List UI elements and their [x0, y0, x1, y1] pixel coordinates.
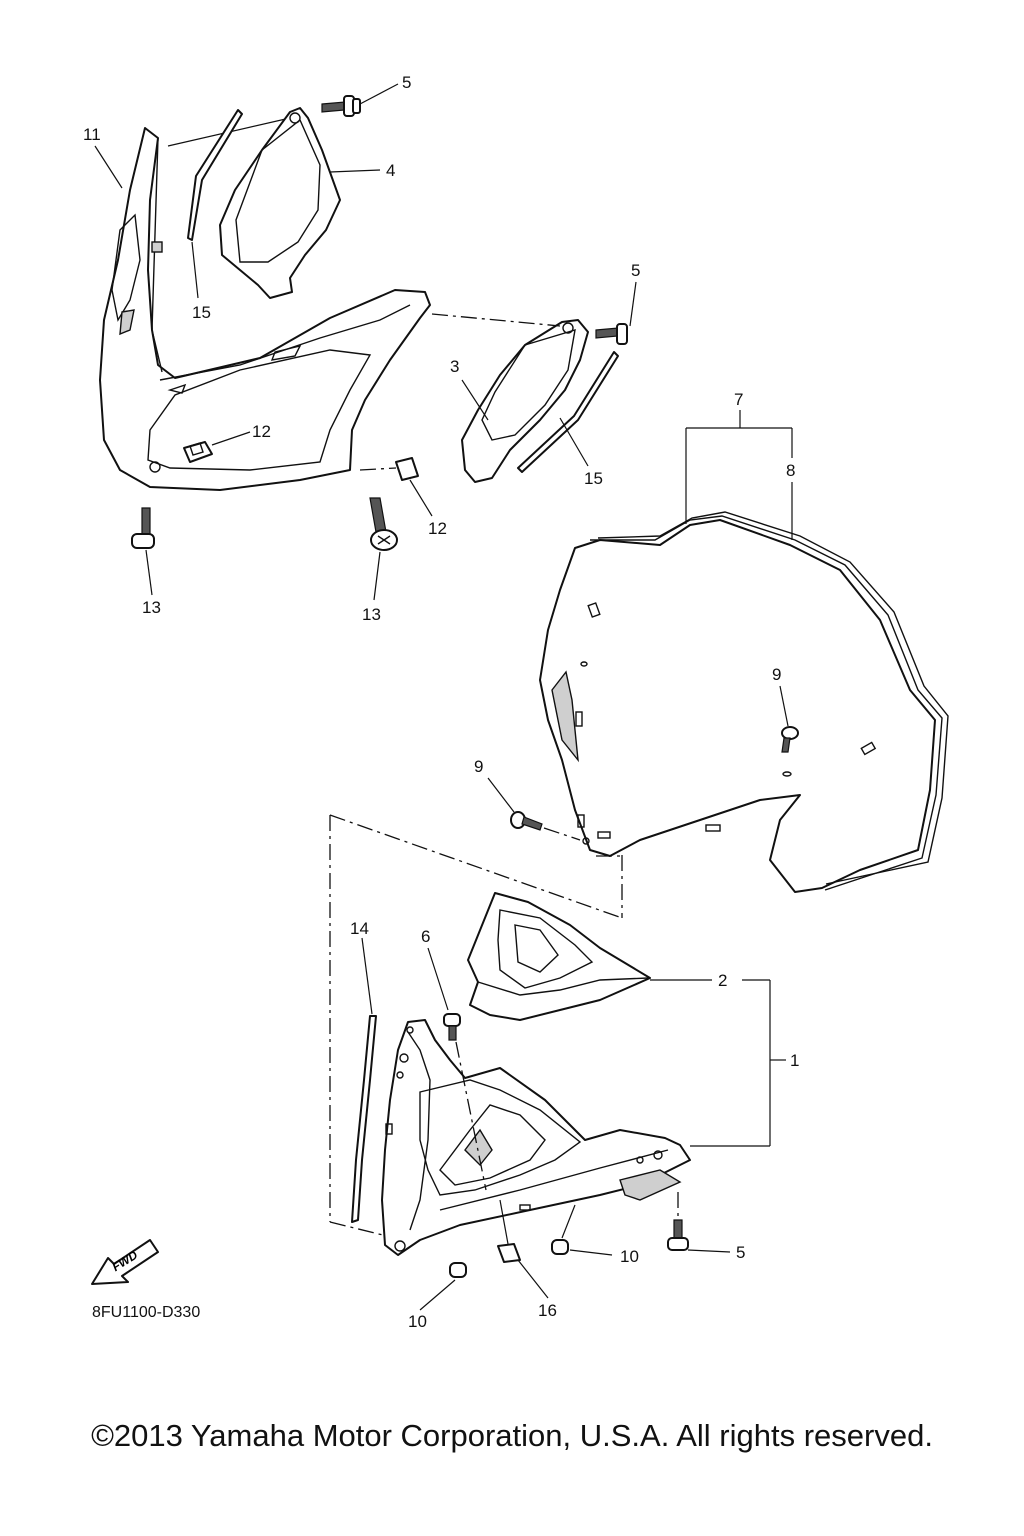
callout-14: 14	[350, 919, 369, 938]
duct-part-4	[219, 107, 341, 299]
upper-cowling-part-11	[99, 117, 431, 491]
callout-15b: 15	[584, 469, 603, 488]
callout-16: 16	[538, 1301, 557, 1320]
screw-part-9-right	[779, 685, 799, 753]
callout-10b: 10	[408, 1312, 427, 1331]
seal-strip-part-15-right	[517, 351, 619, 473]
copyright-notice: ©2013 Yamaha Motor Corporation, U.S.A. A…	[91, 1418, 933, 1453]
lower-cowling-part-1	[381, 1019, 770, 1256]
callout-1: 1	[790, 1051, 799, 1070]
callout-11: 11	[83, 125, 101, 144]
windscreen-part-8	[539, 511, 949, 893]
callout-5c: 5	[736, 1243, 745, 1262]
fwd-arrow-icon: FWD	[91, 1239, 159, 1285]
callout-5b: 5	[631, 261, 640, 280]
diagram-code: 8FU1100-D330	[92, 1304, 201, 1321]
inner-panel-part-2	[467, 892, 712, 1021]
bolt-part-6	[427, 947, 487, 1191]
callout-13b: 13	[362, 605, 381, 624]
callout-6: 6	[421, 927, 430, 946]
grommet-part-10-right	[551, 1204, 613, 1256]
callout-2: 2	[718, 971, 727, 990]
callout-bracket-1-2	[742, 979, 786, 1146]
duct-part-3	[431, 313, 589, 483]
bolt-part-5-lower	[667, 1192, 731, 1253]
callout-4: 4	[386, 161, 395, 180]
seal-strip-part-15-upper	[187, 109, 243, 241]
callout-12b: 12	[428, 519, 447, 538]
callout-8: 8	[786, 461, 795, 480]
bolt-part-5-upper	[321, 83, 399, 117]
bolt-part-5-mid	[595, 281, 637, 345]
clip-part-12-right	[359, 457, 433, 517]
callout-13a: 13	[142, 598, 161, 617]
clip-part-16	[497, 1199, 549, 1299]
screw-part-9-left	[487, 777, 581, 841]
callout-9a: 9	[772, 665, 781, 684]
callout-3: 3	[450, 357, 459, 376]
screw-part-13-left	[131, 507, 155, 596]
grommet-part-10-left	[419, 1262, 467, 1311]
trim-strip-part-14	[351, 937, 377, 1223]
callout-15a: 15	[192, 303, 211, 322]
callout-9b: 9	[474, 757, 483, 776]
clip-part-12-left	[183, 431, 251, 463]
callout-bracket-7-8	[685, 410, 793, 540]
screw-part-13-right	[369, 497, 398, 601]
callout-12a: 12	[252, 422, 271, 441]
callout-7: 7	[734, 390, 743, 409]
callout-5a: 5	[402, 73, 411, 92]
callout-10a: 10	[620, 1247, 639, 1266]
